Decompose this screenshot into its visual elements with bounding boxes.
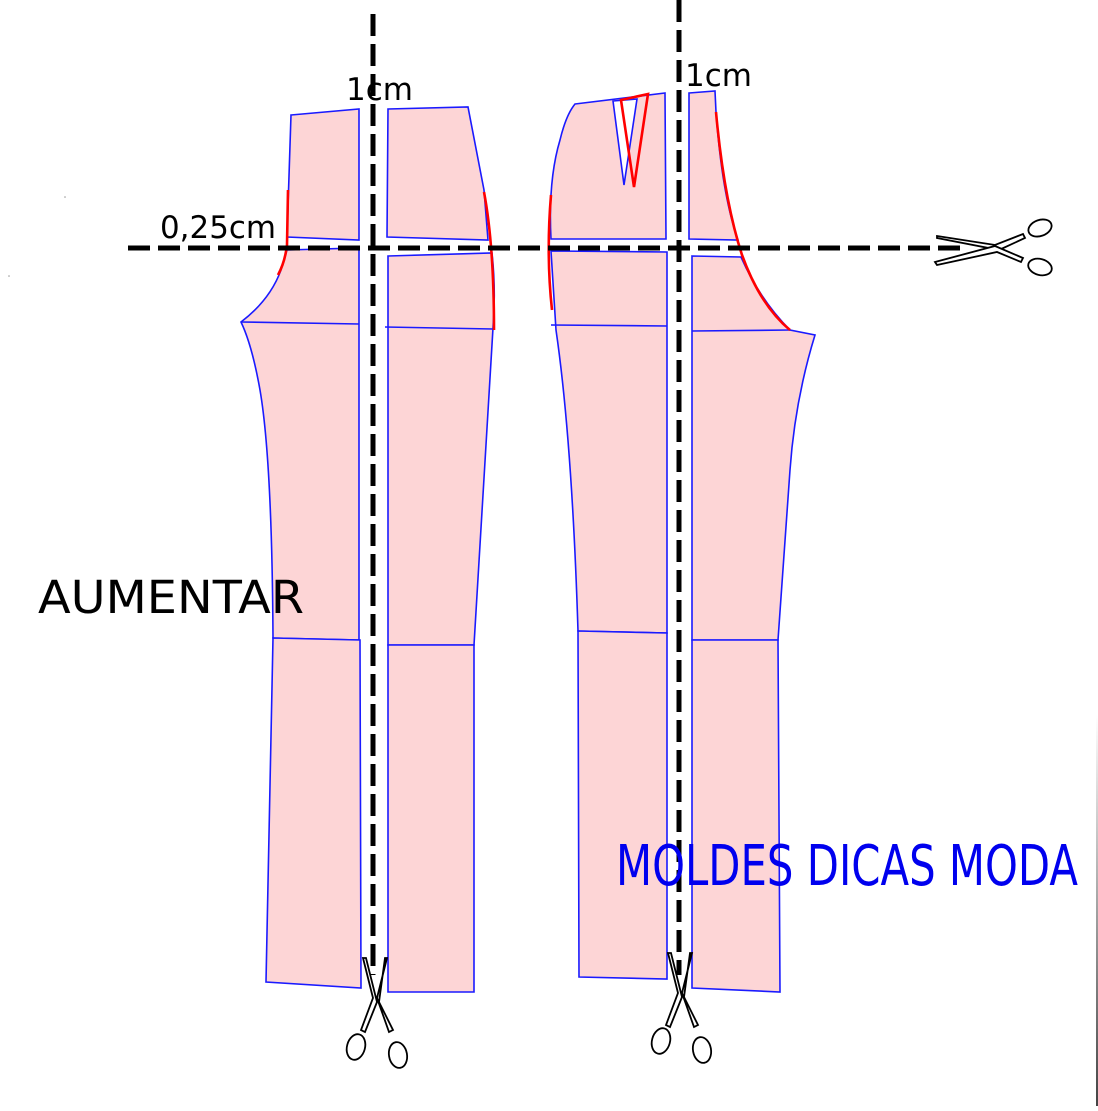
front-hem-left-block xyxy=(265,637,362,989)
right-edge-line xyxy=(1096,715,1098,1106)
scissors-icon-bottom-right xyxy=(650,952,713,1064)
front-side-alteration xyxy=(276,189,290,276)
front-pattern xyxy=(239,106,496,993)
front-knee-seam-left xyxy=(240,321,360,325)
front-upper-right-block xyxy=(386,106,489,241)
stray-dot xyxy=(8,275,10,277)
front-hem-right-block xyxy=(387,644,475,993)
back-hem-right-block xyxy=(691,639,781,993)
back-dart-alteration xyxy=(619,92,650,188)
front-1cm-label: 1cm xyxy=(346,72,413,108)
front-lower-left-block xyxy=(239,247,360,641)
front-knee-seam-right xyxy=(384,326,494,330)
back-pattern xyxy=(547,90,817,993)
back-knee-seam-left xyxy=(550,324,668,327)
front-inseam-alteration xyxy=(482,191,496,331)
back-lower-right-block xyxy=(691,255,817,641)
front-upper-left-block xyxy=(286,108,360,241)
back-crotch-alteration xyxy=(714,111,791,331)
watermark-label: MOLDES DICAS MODA xyxy=(616,834,1078,899)
front-lower-right-block xyxy=(387,252,496,646)
back-1cm-label: 1cm xyxy=(685,58,752,94)
scissors-icon-bottom-left xyxy=(345,957,409,1069)
back-side-alteration xyxy=(547,194,554,311)
action-label: AUMENTAR xyxy=(38,571,304,624)
cut-lines xyxy=(128,0,960,975)
back-upper-left-block xyxy=(549,92,667,240)
hip-offset-label: 0,25cm xyxy=(160,210,276,246)
back-lower-left-block xyxy=(550,250,668,634)
back-hem-left-block xyxy=(577,630,668,980)
back-knee-seam-right xyxy=(691,329,791,332)
stray-dot xyxy=(64,196,66,198)
scissors-icon-right xyxy=(933,218,1053,277)
